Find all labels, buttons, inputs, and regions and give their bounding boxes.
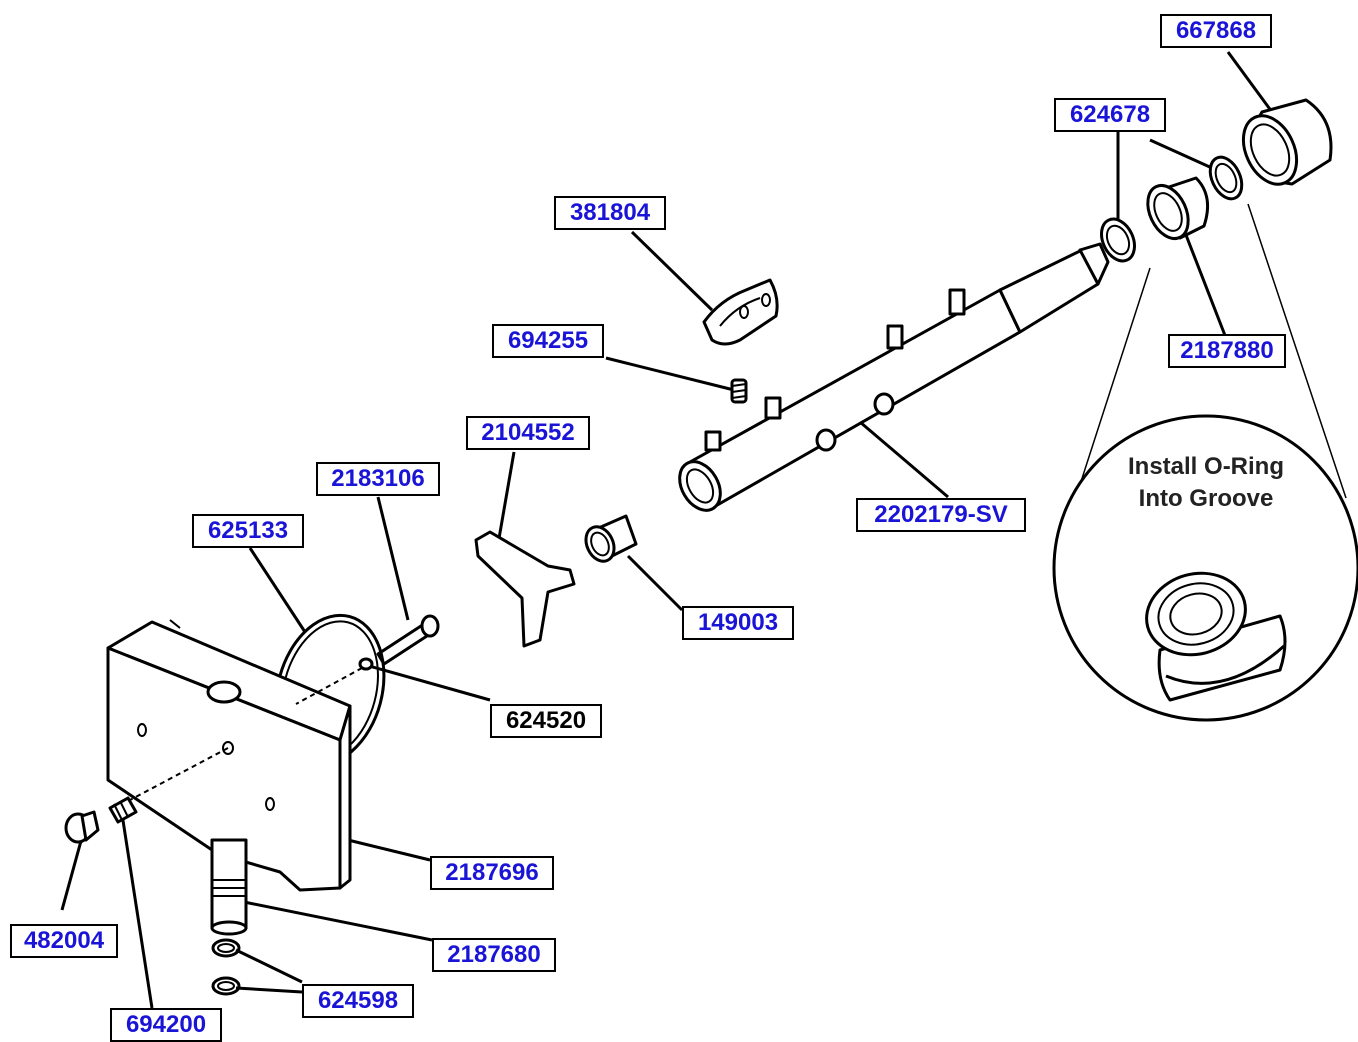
fitting-694200 [108,796,138,824]
part-label-625133: 625133 [192,514,304,548]
part-label-2202179-sv: 2202179-SV [856,498,1026,532]
part-label-381804: 381804 [554,196,666,230]
leader-lines [60,51,1347,1009]
part-label-667868: 667868 [1160,14,1272,48]
part-label-624520: 624520 [490,704,602,738]
fitting-2187880 [1146,176,1210,240]
detail-note-line-2: Into Groove [1138,485,1274,512]
part-label-2187880: 2187880 [1168,334,1286,368]
stem-2187680 [210,838,248,936]
orings-624598 [211,938,241,996]
part-label-624598: 624598 [302,984,414,1018]
part-label-149003: 149003 [682,606,794,640]
orings-624678 [1100,155,1244,263]
spring-694255 [730,378,748,404]
block-2187696 [106,619,363,892]
fork-2104552 [474,530,576,648]
detail-fitting [1145,571,1287,702]
part-label-694200: 694200 [110,1008,222,1042]
clip-381804 [702,278,779,346]
plug-482004 [64,810,100,844]
shaft-2202179-sv [678,242,1110,512]
detail-note-line-1: Install O-Ring [1128,453,1284,480]
cap-667868 [1241,98,1333,186]
part-label-2104552: 2104552 [466,416,590,450]
part-label-694255: 694255 [492,324,604,358]
detail-magnifier [1052,414,1358,722]
part-label-2187680: 2187680 [432,938,556,972]
part-label-2187696: 2187696 [430,856,554,890]
part-label-2183106: 2183106 [316,462,440,496]
part-label-624678: 624678 [1054,98,1166,132]
part-label-482004: 482004 [10,924,118,958]
bushing-149003 [584,514,638,563]
